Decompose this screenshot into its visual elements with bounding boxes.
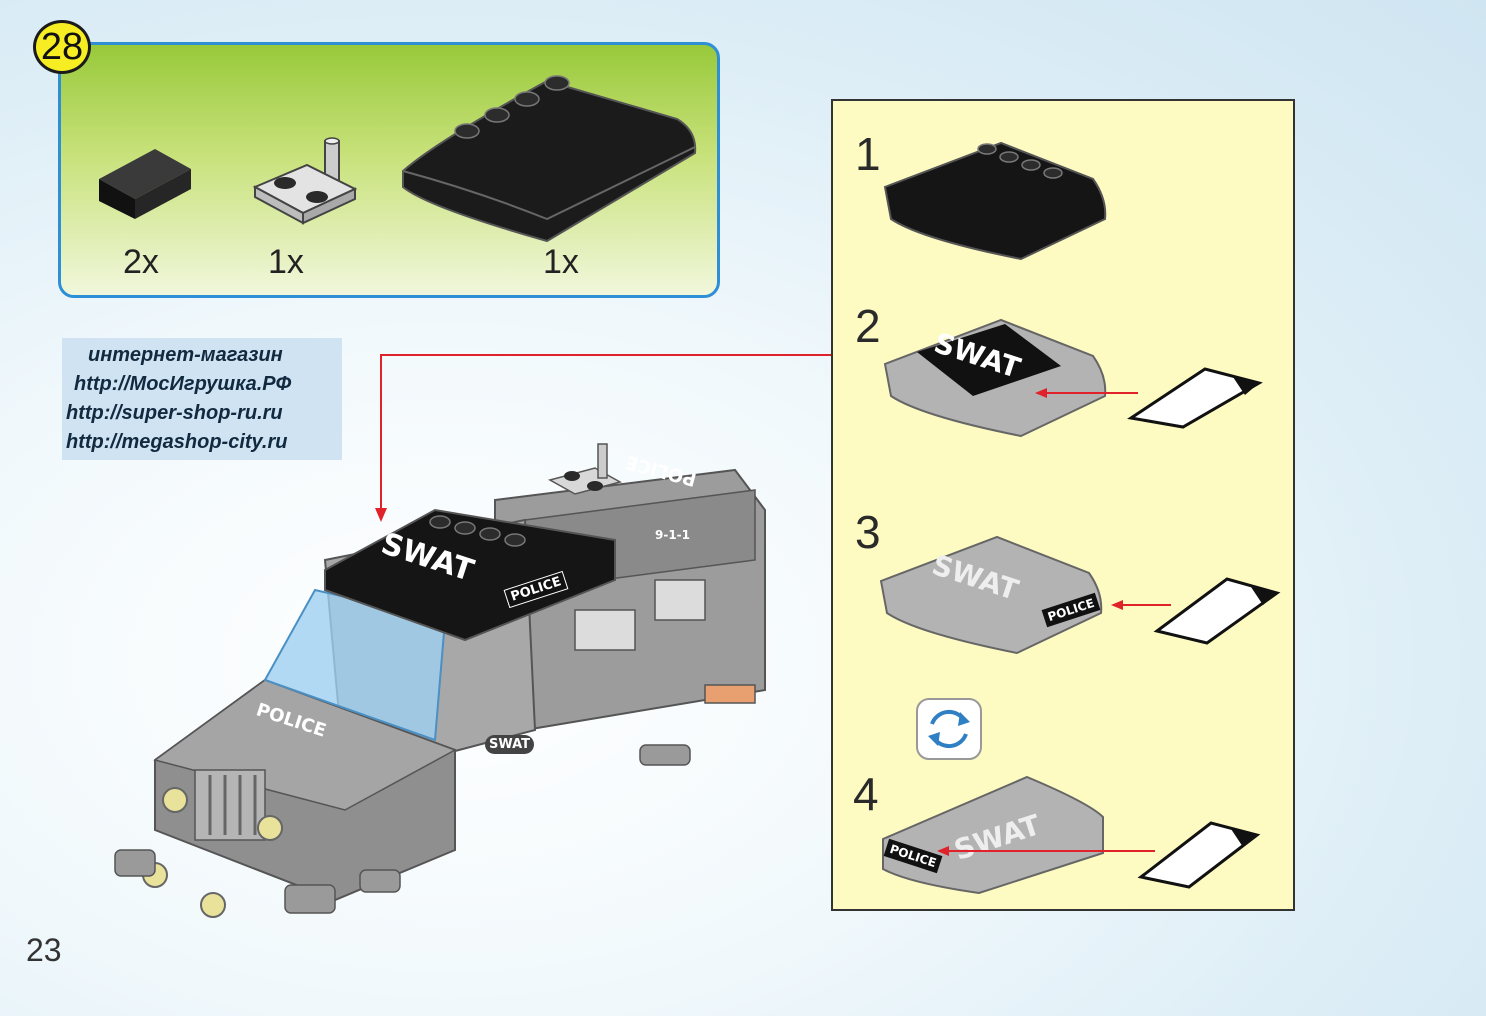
swat-vehicle-illustration: SWAT POLICE POLICE 9-1-1 POLICE SWAT [95,430,785,940]
watermark-line[interactable]: http://МосИгрушка.РФ [74,373,292,395]
qty-plate-with-bar: 1x [268,243,304,281]
curved-roof-plate-icon [402,75,697,243]
watermark-line[interactable]: http://super-shop-ru.ru [66,402,283,424]
substep-2-number: 2 [855,300,881,352]
number-911-text: 9-1-1 [655,528,691,542]
substep-panel: 1 2 SWAT 3 SWAT POLICE 4 [831,99,1295,911]
rotate-icon [916,698,982,760]
substep-3-number: 3 [855,506,881,558]
parts-box: 2x 1x 1x [58,42,720,298]
substep-1-number: 1 [855,128,881,180]
door-swat-text: SWAT [485,735,535,754]
substep-1-roof-plate-icon [883,141,1107,261]
slope-brick-icon [99,149,191,219]
watermark-line: интернет-магазин [88,344,283,366]
qty-curved-roof-plate: 1x [543,243,579,281]
page-number: 23 [26,932,62,968]
substep-3-sticker-icon [1111,577,1281,645]
vehicle-body-icon [114,443,766,918]
plate-with-bar-icon [252,137,358,225]
watermark-line[interactable]: http://megashop-city.ru [66,431,288,453]
qty-slope-brick: 2x [123,243,159,281]
substep-2-sticker-icon [1035,367,1263,429]
substep-4-sticker-icon [937,821,1261,889]
substep-2-roof-plate-icon [883,318,1107,438]
substep-4-number: 4 [853,768,879,820]
step-number-badge: 28 [33,20,91,74]
step-number: 28 [40,25,84,68]
shop-watermark: интернет-магазин http://МосИгрушка.РФ ht… [62,338,342,460]
